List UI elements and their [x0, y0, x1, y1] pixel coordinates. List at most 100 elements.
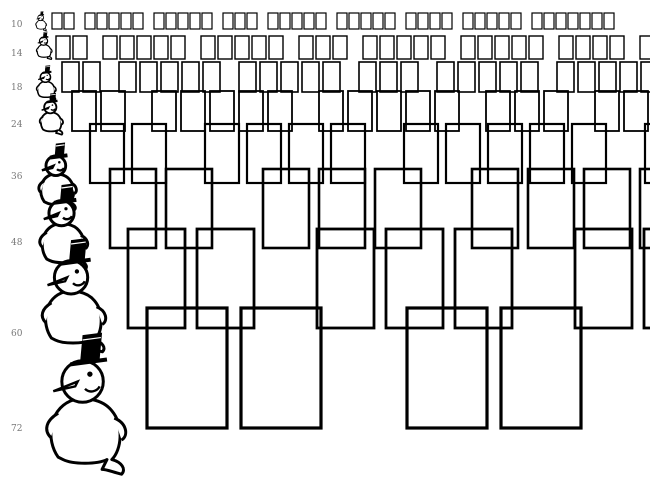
notdef-glyph-box — [315, 12, 327, 30]
notdef-glyph-box — [485, 90, 511, 132]
notdef-glyph-box — [239, 306, 323, 430]
notdef-glyph-box — [470, 167, 520, 250]
notdef-glyph-box — [153, 12, 165, 30]
notdef-glyph-box — [222, 12, 234, 30]
notdef-glyph-box — [441, 12, 453, 30]
notdef-glyph-box — [579, 12, 591, 30]
snowman-icon — [35, 10, 48, 32]
notdef-glyph-box — [259, 61, 278, 93]
notdef-glyph-box — [577, 61, 596, 93]
notdef-glyph-box — [315, 35, 331, 60]
notdef-glyph-box — [238, 90, 264, 132]
notdef-glyph-box — [494, 35, 510, 60]
notdef-glyph-box — [603, 12, 615, 30]
notdef-glyph-box — [373, 167, 423, 250]
notdef-glyph-box — [55, 35, 71, 60]
notdef-glyph-box — [203, 122, 241, 185]
notdef-glyph-box — [528, 122, 566, 185]
notdef-glyph-box — [462, 12, 474, 30]
notdef-glyph-box — [151, 90, 177, 132]
notdef-glyph-box — [348, 12, 360, 30]
notdef-glyph-box — [640, 61, 650, 93]
notdef-glyph-box — [643, 122, 650, 185]
notdef-glyph-box — [400, 61, 419, 93]
notdef-glyph-box — [108, 167, 158, 250]
snowman-icon — [38, 92, 64, 136]
notdef-glyph-box — [291, 12, 303, 30]
notdef-glyph-box — [51, 12, 63, 30]
notdef-glyph-box — [303, 12, 315, 30]
notdef-glyph-box — [436, 61, 455, 93]
size-label-48: 48 — [11, 238, 23, 248]
notdef-glyph-box — [181, 61, 200, 93]
notdef-glyph-box — [234, 35, 250, 60]
glyph-row-10 — [51, 12, 615, 30]
notdef-glyph-box — [619, 61, 638, 93]
snowman-icon — [35, 31, 53, 61]
notdef-glyph-box — [396, 35, 412, 60]
notdef-glyph-box — [180, 90, 206, 132]
notdef-glyph-box — [510, 12, 522, 30]
notdef-glyph-box — [280, 61, 299, 93]
notdef-glyph-box — [200, 35, 216, 60]
notdef-glyph-box — [84, 12, 96, 30]
notdef-glyph-box — [170, 35, 186, 60]
notdef-glyph-box — [268, 35, 284, 60]
notdef-glyph-box — [592, 35, 608, 60]
notdef-glyph-box — [201, 12, 213, 30]
notdef-glyph-box — [238, 61, 257, 93]
notdef-glyph-box — [638, 167, 650, 250]
notdef-glyph-box — [453, 227, 514, 330]
notdef-glyph-box — [72, 35, 88, 60]
notdef-glyph-box — [511, 35, 527, 60]
notdef-glyph-box — [164, 167, 214, 250]
notdef-glyph-box — [543, 12, 555, 30]
notdef-glyph-box — [528, 35, 544, 60]
notdef-glyph-box — [498, 12, 510, 30]
notdef-glyph-box — [413, 35, 429, 60]
notdef-glyph-box — [499, 306, 583, 430]
notdef-glyph-box — [372, 12, 384, 30]
notdef-glyph-box — [555, 12, 567, 30]
notdef-glyph-box — [336, 12, 348, 30]
notdef-glyph-box — [209, 90, 235, 132]
notdef-glyph-box — [591, 12, 603, 30]
notdef-glyph-box — [287, 122, 325, 185]
notdef-glyph-box — [444, 122, 482, 185]
notdef-glyph-box — [126, 227, 187, 330]
notdef-glyph-box — [132, 12, 144, 30]
notdef-glyph-box — [623, 90, 649, 132]
notdef-glyph-box — [251, 35, 267, 60]
size-label-10: 10 — [11, 20, 23, 30]
notdef-glyph-box — [63, 12, 75, 30]
notdef-glyph-box — [457, 61, 476, 93]
notdef-glyph-box — [279, 12, 291, 30]
notdef-glyph-box — [575, 35, 591, 60]
notdef-glyph-box — [486, 122, 524, 185]
notdef-glyph-box — [460, 35, 476, 60]
notdef-glyph-box — [120, 12, 132, 30]
notdef-glyph-box — [177, 12, 189, 30]
snowman-icon — [45, 332, 128, 476]
notdef-glyph-box — [556, 61, 575, 93]
notdef-glyph-box — [379, 35, 395, 60]
notdef-glyph-box — [217, 35, 233, 60]
notdef-glyph-box — [531, 12, 543, 30]
notdef-glyph-box — [315, 227, 376, 330]
glyph-row-14 — [55, 35, 650, 60]
notdef-glyph-box — [558, 35, 574, 60]
notdef-glyph-box — [130, 122, 168, 185]
notdef-glyph-box — [362, 35, 378, 60]
notdef-glyph-box — [582, 167, 632, 250]
notdef-glyph-box — [405, 306, 489, 430]
glyph-row-36 — [88, 122, 650, 185]
notdef-glyph-box — [567, 12, 579, 30]
notdef-glyph-box — [71, 90, 97, 132]
notdef-glyph-box — [417, 12, 429, 30]
notdef-glyph-box — [139, 61, 158, 93]
notdef-glyph-box — [478, 61, 497, 93]
notdef-glyph-box — [520, 61, 539, 93]
glyph-row-18 — [61, 61, 650, 93]
notdef-glyph-box — [100, 90, 126, 132]
